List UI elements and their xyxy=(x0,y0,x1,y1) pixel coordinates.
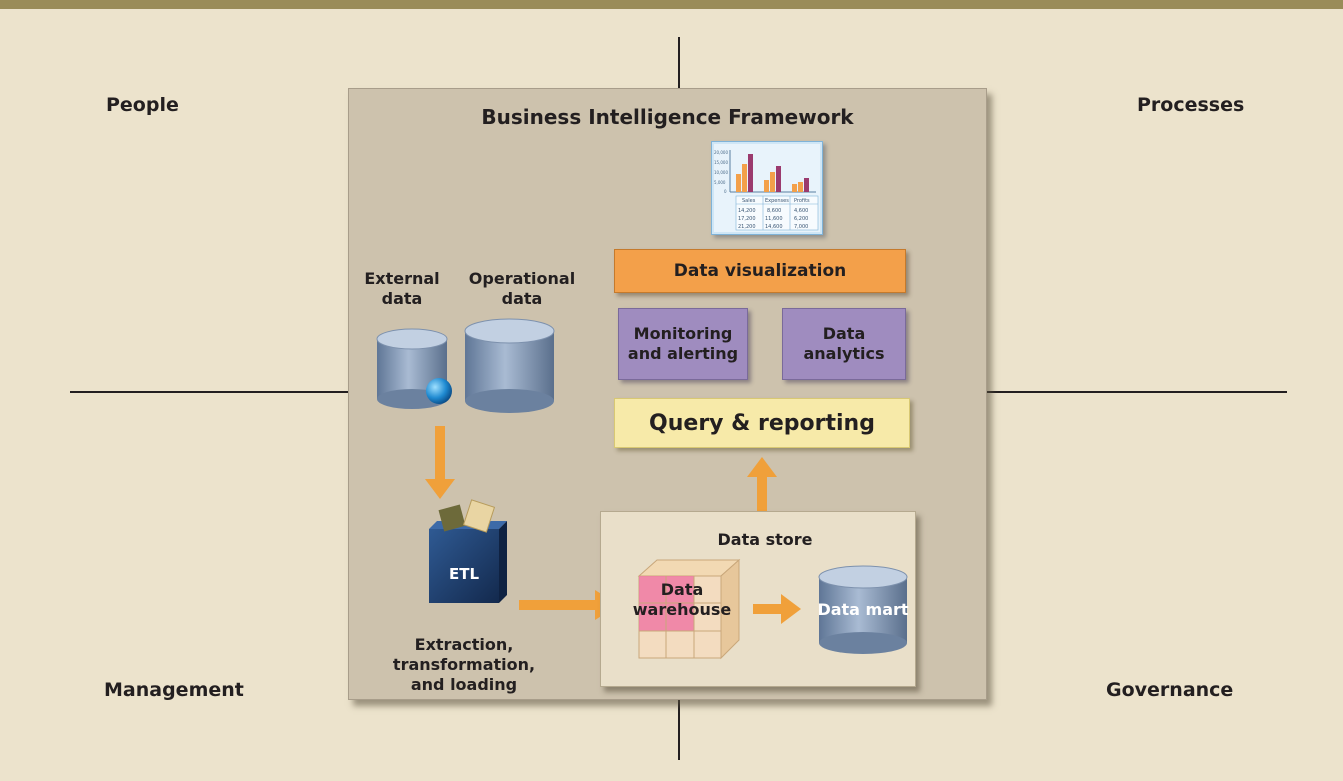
management-label: Management xyxy=(104,679,244,701)
etl-box xyxy=(429,499,507,603)
processes-label: Processes xyxy=(1137,94,1245,116)
operational-line1: Operational xyxy=(468,269,576,288)
operational-data-cylinder xyxy=(464,318,555,413)
report-header-profits: Profits xyxy=(794,198,810,204)
report-cell: 17,200 xyxy=(738,216,756,222)
vertical-axis-bottom xyxy=(678,700,680,760)
data-mart-label: Data mart xyxy=(817,600,909,619)
arrow-warehouse-to-mart xyxy=(753,594,801,624)
warehouse-cube-icon xyxy=(637,558,741,660)
report-cell: 11,600 xyxy=(765,216,783,222)
cube-icon xyxy=(462,499,496,533)
warehouse-label: Data warehouse xyxy=(627,580,737,620)
report-cell: 21,200 xyxy=(738,224,756,230)
external-line2: data xyxy=(381,289,423,308)
analytics-line2: analytics xyxy=(803,344,885,363)
report-cell: 6,200 xyxy=(794,216,808,222)
report-chart-icon: 20,000 15,000 10,000 5,000 0 Sales Expe xyxy=(714,144,820,232)
report-y-tick: 10,000 xyxy=(714,170,728,175)
etl-caption-line1: Extraction, xyxy=(414,635,514,654)
report-header-sales: Sales xyxy=(742,198,756,204)
report-cell: 4,600 xyxy=(794,208,808,214)
cube-icon xyxy=(438,504,466,532)
data-visualization-box: Data visualization xyxy=(614,249,906,293)
report-cell: 14,600 xyxy=(765,224,783,230)
report-y-tick: 20,000 xyxy=(714,150,728,155)
report-thumbnail: 20,000 15,000 10,000 5,000 0 Sales Expe xyxy=(711,141,823,235)
report-y-tick: 15,000 xyxy=(714,160,728,165)
report-cell: 14,200 xyxy=(738,208,756,214)
monitoring-line2: and alerting xyxy=(627,344,739,363)
vertical-axis-top xyxy=(678,37,680,89)
external-data-cylinder xyxy=(376,328,452,409)
etl-caption-line3: and loading xyxy=(410,675,518,694)
operational-line2: data xyxy=(501,289,543,308)
etl-label: ETL xyxy=(448,565,480,583)
framework-title: Business Intelligence Framework xyxy=(481,105,854,129)
people-label: People xyxy=(106,94,179,116)
analytics-line1: Data xyxy=(822,324,866,343)
etl-caption-line2: transformation, xyxy=(392,655,536,674)
report-cell: 8,600 xyxy=(767,208,781,214)
source-databases xyxy=(376,318,777,620)
data-mart-cylinder xyxy=(818,565,908,654)
warehouse-line2: warehouse xyxy=(632,600,732,619)
report-header-expenses: Expenses xyxy=(765,198,789,204)
bi-framework-panel: Business Intelligence Framework 20,000 1… xyxy=(348,88,987,700)
report-y-ticks: 20,000 15,000 10,000 5,000 0 xyxy=(714,150,728,194)
top-accent-bar xyxy=(0,0,1343,9)
data-store-graphics xyxy=(637,558,908,660)
arrow-sources-to-etl xyxy=(425,426,455,499)
globe-icon xyxy=(426,378,452,404)
horizontal-axis-left xyxy=(70,391,350,393)
query-reporting-box: Query & reporting xyxy=(614,398,910,448)
report-y-tick: 5,000 xyxy=(714,180,726,185)
governance-label: Governance xyxy=(1106,679,1234,701)
warehouse-line1: Data xyxy=(660,580,704,599)
data-store-label: Data store xyxy=(717,530,813,549)
report-y-tick: 0 xyxy=(724,189,727,194)
report-cell: 7,000 xyxy=(794,224,808,230)
horizontal-axis-right xyxy=(987,391,1287,393)
etl-caption: Extraction, transformation, and loading xyxy=(389,635,539,695)
data-store-panel: Data store xyxy=(600,511,916,687)
monitoring-line1: Monitoring xyxy=(633,324,733,343)
external-line1: External xyxy=(364,269,440,288)
